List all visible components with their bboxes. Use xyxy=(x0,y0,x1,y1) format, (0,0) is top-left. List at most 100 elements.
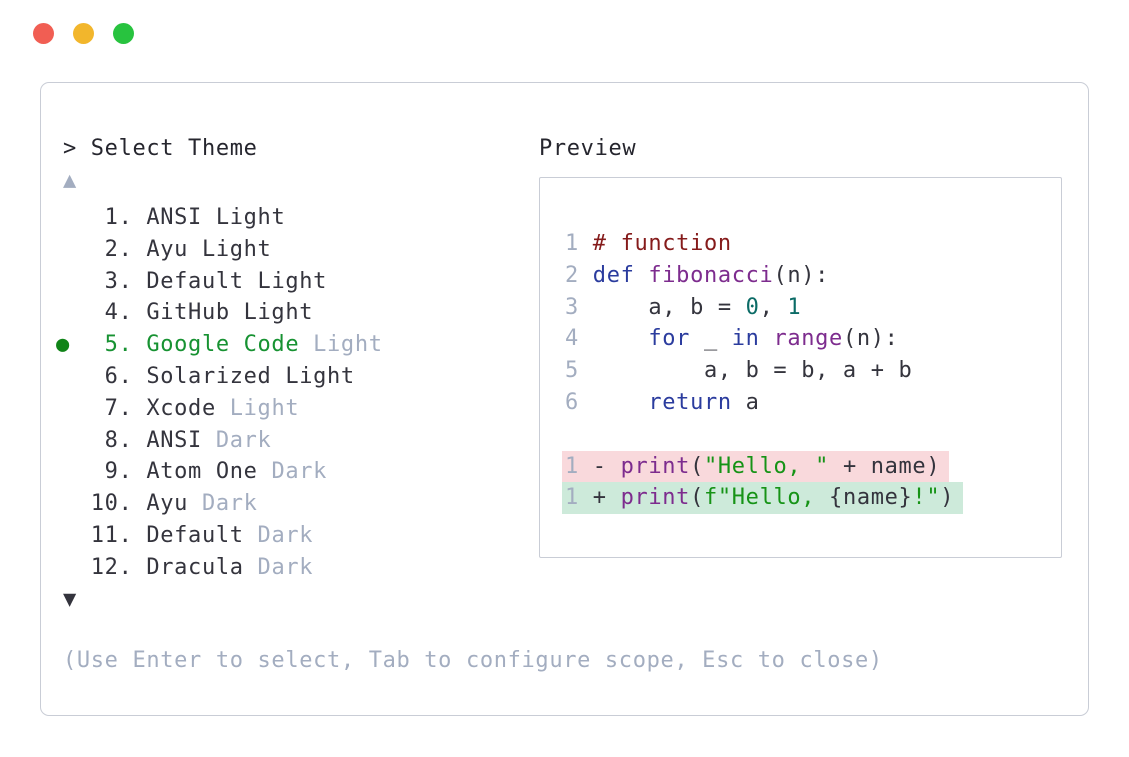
line-number: 3 xyxy=(565,294,593,320)
minimize-button[interactable] xyxy=(73,23,94,44)
code-line-content: 6 return a xyxy=(565,387,760,419)
code-line-content: 1 # function xyxy=(565,228,732,260)
line-number: 1 xyxy=(565,485,593,511)
theme-list-item-4[interactable]: 4. GitHub Light xyxy=(63,297,383,329)
code-token: for xyxy=(648,326,691,352)
keyboard-hint: (Use Enter to select, Tab to configure s… xyxy=(63,648,883,673)
code-line-content: 2 def fibonacci(n): xyxy=(565,260,829,292)
theme-item-number: 3. xyxy=(63,268,147,294)
theme-item-name: Ayu xyxy=(146,491,189,517)
theme-item-number: 6. xyxy=(63,363,147,389)
code-token: 0 xyxy=(745,294,760,320)
theme-item-name: ANSI xyxy=(146,205,202,230)
line-number: 6 xyxy=(565,389,593,415)
code-line-6: 6 return a xyxy=(565,387,1061,419)
code-token: a, b = xyxy=(592,294,746,320)
theme-item-suffix: Dark xyxy=(243,554,314,580)
code-token: "Hello, " xyxy=(703,453,830,479)
code-token: (n): xyxy=(773,262,830,288)
code-token: return xyxy=(648,389,732,415)
code-token xyxy=(593,326,649,351)
code-token: a xyxy=(731,389,760,415)
theme-item-number: 2. xyxy=(63,236,147,262)
theme-item-number: 11. xyxy=(63,522,147,548)
theme-list-item-1[interactable]: 1. ANSI Light xyxy=(63,202,383,234)
code-token: {name} xyxy=(829,485,913,511)
code-line-3: 3 a, b = 0, 1 xyxy=(565,292,1061,324)
theme-item-name: ANSI xyxy=(146,427,202,453)
theme-item-name: Solarized xyxy=(146,363,272,389)
scroll-down-icon[interactable]: ▼ xyxy=(63,587,77,612)
theme-item-number: 9. xyxy=(63,459,147,485)
theme-list-item-6[interactable]: 6. Solarized Light xyxy=(63,361,383,393)
close-button[interactable] xyxy=(33,23,54,44)
preview-label: Preview xyxy=(539,136,637,161)
theme-item-suffix: Dark xyxy=(257,459,328,485)
code-token: 1 xyxy=(787,294,802,320)
code-line-content: 3 a, b = 0, 1 xyxy=(565,292,801,324)
theme-list-item-9[interactable]: 9. Atom One Dark xyxy=(63,456,383,488)
code-token: _ xyxy=(690,326,732,352)
theme-list: 1. ANSI Light 2. Ayu Light 3. Default Li… xyxy=(56,202,383,584)
code-token xyxy=(760,326,774,351)
code-token: print xyxy=(620,453,691,479)
code-token: a, b = b, a + b xyxy=(592,358,913,384)
code-line-content: 4 for _ in range(n): xyxy=(565,323,899,355)
code-token: in xyxy=(731,326,760,352)
code-line-content: 1 - print("Hello, " + name) xyxy=(562,450,950,483)
theme-list-item-10[interactable]: 10. Ayu Dark xyxy=(63,488,383,520)
theme-list-item-3[interactable]: 3. Default Light xyxy=(63,266,383,298)
theme-item-number: 5. xyxy=(63,332,147,358)
theme-list-item-8[interactable]: 8. ANSI Dark xyxy=(63,425,383,457)
theme-item-number: 8. xyxy=(63,427,147,453)
code-token: fibonacci xyxy=(648,262,774,288)
theme-item-suffix: Light xyxy=(201,205,286,230)
code-token: !" xyxy=(912,485,941,511)
code-line-4: 4 for _ in range(n): xyxy=(565,323,1061,355)
code-token: ) xyxy=(940,485,955,511)
code-token: range xyxy=(773,326,843,352)
theme-picker-panel: > Select Theme ▲ 1. ANSI Light 2. Ayu Li… xyxy=(40,82,1089,716)
theme-list-item-7[interactable]: 7. Xcode Light xyxy=(63,393,383,425)
code-token: ( xyxy=(690,485,704,511)
theme-item-name: Default xyxy=(146,268,244,294)
theme-item-number: 12. xyxy=(63,554,147,580)
code-line-5: 5 a, b = b, a + b xyxy=(565,355,1061,387)
code-token: (n): xyxy=(842,326,899,352)
theme-item-suffix: Light xyxy=(229,300,314,326)
code-line-content: 1 + print(f"Hello, {name}!") xyxy=(562,482,964,515)
theme-item-name: Default xyxy=(146,522,244,548)
prompt-title: > Select Theme xyxy=(63,136,258,161)
code-token: f"Hello, xyxy=(703,485,830,511)
line-number: 1 xyxy=(565,453,593,479)
theme-item-suffix: Light xyxy=(215,395,300,421)
theme-item-suffix: Light xyxy=(243,268,328,294)
diff-removed-line: 1 - print("Hello, " + name) xyxy=(562,450,1061,483)
code-token: # function xyxy=(592,231,732,256)
diff-added-line: 1 + print(f"Hello, {name}!") xyxy=(562,482,1061,515)
scroll-up-icon[interactable]: ▲ xyxy=(63,168,77,193)
line-number: 4 xyxy=(565,326,593,352)
theme-item-name: GitHub xyxy=(146,300,230,326)
theme-item-name: Ayu xyxy=(146,236,189,262)
code-token xyxy=(634,263,648,288)
zoom-button[interactable] xyxy=(113,23,134,44)
theme-list-item-2[interactable]: 2. Ayu Light xyxy=(63,234,383,266)
code-token: def xyxy=(592,262,635,288)
theme-item-name: Xcode xyxy=(146,395,216,421)
theme-item-name: Atom One xyxy=(146,459,258,485)
theme-item-suffix: Light xyxy=(188,236,272,262)
window-controls xyxy=(33,23,134,44)
code-token: ( xyxy=(690,453,704,479)
theme-list-item-5[interactable]: ● 5. Google Code Light xyxy=(56,329,383,361)
theme-item-number: 1. xyxy=(63,205,147,230)
code-token: print xyxy=(620,485,691,511)
code-line-1: 1 # function xyxy=(565,228,1061,260)
code-token: , xyxy=(759,294,788,320)
theme-list-item-11[interactable]: 11. Default Dark xyxy=(63,520,383,552)
code-line-content xyxy=(565,419,579,451)
theme-item-suffix: Dark xyxy=(201,427,272,453)
theme-list-item-12[interactable]: 12. Dracula Dark xyxy=(63,552,383,584)
code-line-2: 2 def fibonacci(n): xyxy=(565,260,1061,292)
